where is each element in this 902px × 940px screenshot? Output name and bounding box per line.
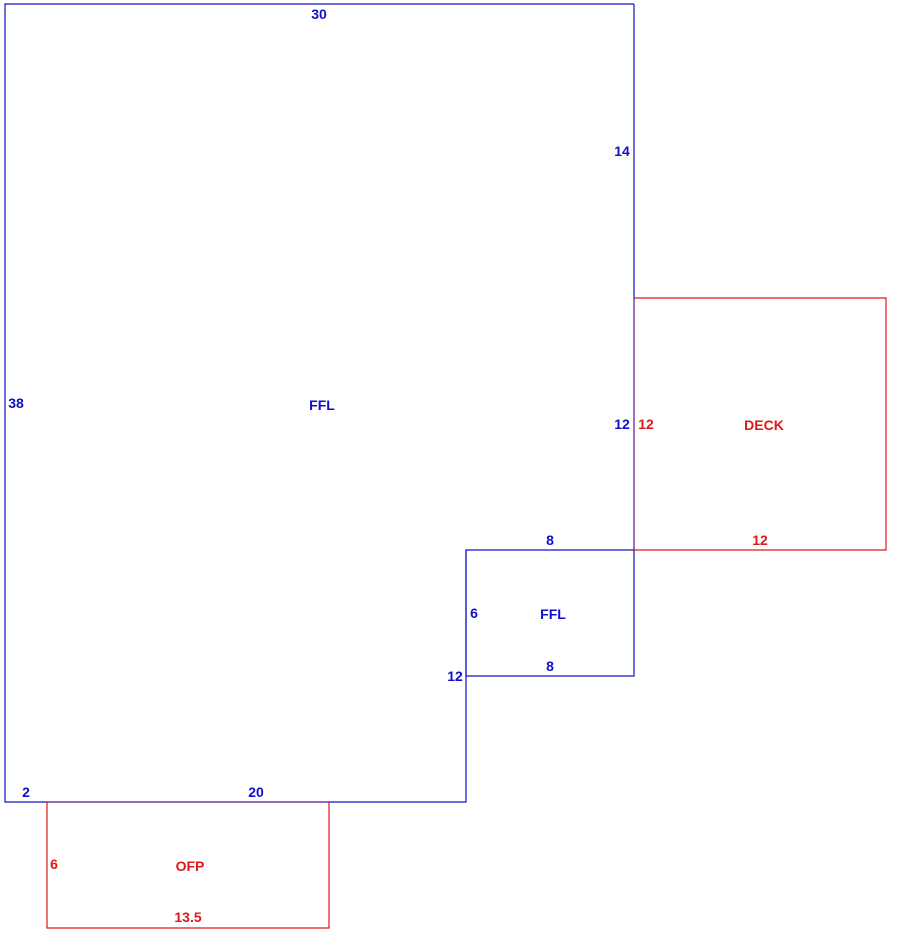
small-ffl-outline <box>465 550 635 677</box>
dim-main-left: 38 <box>8 395 24 411</box>
dim-main-right-upper: 14 <box>614 143 630 159</box>
small-ffl-label: FFL <box>540 606 566 622</box>
dim-small-left: 6 <box>470 605 478 621</box>
dim-bottom-main: 20 <box>248 784 264 800</box>
main-ffl-label: FFL <box>309 397 335 413</box>
dim-deck-bottom: 12 <box>752 532 768 548</box>
dim-small-top: 8 <box>546 532 554 548</box>
dim-ofp-left: 6 <box>50 856 58 872</box>
ofp-outline <box>46 802 330 929</box>
dim-small-bottom: 8 <box>546 658 554 674</box>
ofp-label: OFP <box>176 858 205 874</box>
dim-bottom-left: 2 <box>22 784 30 800</box>
deck-outline <box>634 297 887 551</box>
dim-main-top: 30 <box>311 6 327 22</box>
dim-notch-left: 12 <box>447 668 463 684</box>
dim-deck-left: 12 <box>638 416 654 432</box>
deck-label: DECK <box>744 417 784 433</box>
dim-main-right-mid: 12 <box>614 416 630 432</box>
dim-ofp-bottom: 13.5 <box>174 909 201 925</box>
